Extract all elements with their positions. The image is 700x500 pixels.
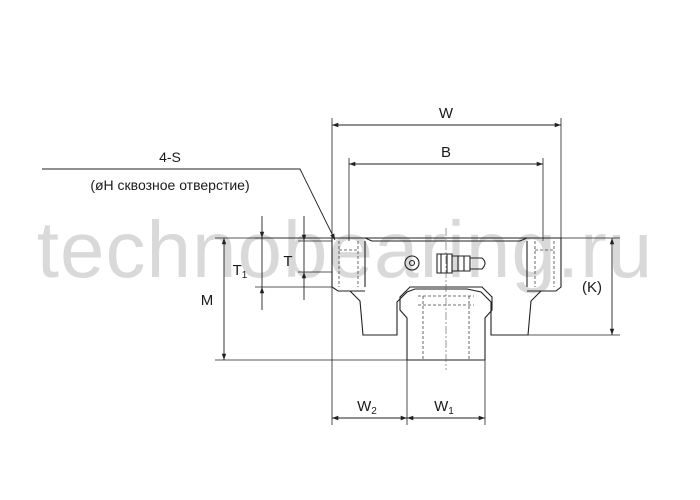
- label-m: M: [201, 292, 214, 309]
- note-4s: 4-S: [159, 149, 181, 165]
- dimension-w2-w1: W2 W1: [331, 287, 486, 425]
- watermark-text: technobearing.ru: [37, 205, 653, 294]
- through-hole-left: [338, 241, 359, 287]
- note-through-hole: (øH сквозное отверстие): [90, 177, 249, 193]
- dimension-k: (K): [528, 237, 620, 336]
- label-w2: W2: [357, 398, 377, 417]
- label-w1: W1: [434, 398, 454, 417]
- dimension-b: B: [348, 144, 544, 241]
- label-b: B: [441, 144, 451, 161]
- dimension-t: T: [283, 216, 332, 300]
- label-t: T: [283, 253, 292, 270]
- label-t1: T1: [233, 262, 248, 281]
- dimension-w: W: [331, 105, 562, 238]
- label-w: W: [439, 105, 454, 122]
- through-hole-right: [534, 241, 555, 287]
- grease-nipple: [436, 253, 486, 274]
- through-hole-note: 4-S (øH сквозное отверстие): [42, 149, 336, 241]
- lube-port: [404, 255, 420, 271]
- dimension-m: M: [201, 237, 407, 361]
- label-k: (K): [582, 279, 602, 296]
- carriage-block: [331, 237, 562, 336]
